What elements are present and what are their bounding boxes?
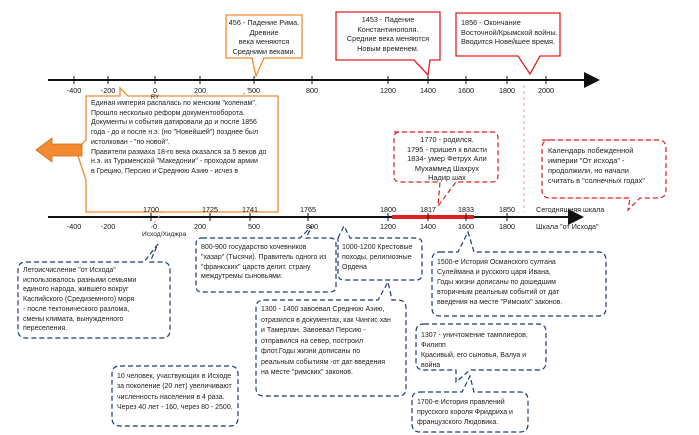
- top-tick-label: 1600: [458, 86, 474, 95]
- bottom-upper-tick-label: 1741: [242, 205, 258, 214]
- top-tick-label: -200: [100, 86, 116, 95]
- top-tick-label: 2000: [538, 86, 554, 95]
- bottom-axis-tick-marks: [150, 213, 508, 221]
- top-axis-sublabel: RY: [150, 95, 160, 101]
- bottom-upper-tick-label: 1800: [380, 205, 396, 214]
- top-tick-label: -400: [66, 86, 82, 95]
- callout-crusades-shape: [337, 224, 423, 281]
- callout-templars-text: 1307 - уничтожение тамплиеров, Филипп Кр…: [421, 332, 528, 369]
- callout-khazar-text: 800-900 государство кочевников "хазар" (…: [201, 244, 327, 281]
- exodus-hijra-label: Исход/Хиджра: [142, 231, 187, 238]
- callout-chronology-shape: [17, 243, 171, 339]
- callout-calendar-shape: [541, 139, 667, 212]
- top-tick-label: 0: [153, 86, 157, 95]
- exodus-scale-label: Шкала "от Исхода": [536, 222, 599, 231]
- callout-empire-text: Единая империя распалась по женским "кол…: [91, 100, 267, 175]
- callout-constantinople-shape: [335, 11, 441, 77]
- callout-templars-shape: [415, 323, 547, 384]
- top-tick-label: 1200: [380, 86, 396, 95]
- callout-calendar-text: Календарь побежденной империи "От исхода…: [548, 146, 645, 185]
- bottom-lower-tick-label: 200: [194, 222, 206, 231]
- bottom-lower-tick-label: 1800: [499, 222, 515, 231]
- callout-tamerlane-shape: [255, 280, 407, 397]
- bottom-upper-tick-label: 1833: [458, 205, 474, 214]
- bottom-lower-tick-label: 1400: [420, 222, 436, 231]
- callout-prussia-text: 1700-е История правлений прусского корол…: [417, 399, 513, 426]
- bottom-lower-tick-label: -200: [100, 222, 116, 231]
- bottom-lower-tick-label: 1200: [380, 222, 396, 231]
- callout-rome-text: 456 - Падение Рима. Древние века меняютс…: [228, 18, 300, 56]
- bottom-upper-tick-label: 1817: [420, 205, 436, 214]
- top-tick-label: 1400: [420, 86, 436, 95]
- callout-nadir-shape: [393, 131, 499, 209]
- callout-prussia-shape: [411, 374, 529, 433]
- callout-crimean-text: 1856 - Окончание Восточной/Крымской войн…: [461, 18, 558, 47]
- callout-rome-shape: [225, 14, 303, 79]
- bottom-upper-tick-label: 1850: [499, 205, 515, 214]
- bottom-lower-tick-label: 0: [153, 222, 157, 231]
- top-tick-label: 1800: [499, 86, 515, 95]
- callout-constantinople-text: 1453 - Падение Константинополя. Средние …: [346, 15, 430, 53]
- callout-ottoman-shape: [431, 230, 607, 317]
- callout-exodus-people-shape: [111, 365, 239, 427]
- top-tick-label: 200: [194, 86, 206, 95]
- bottom-lower-tick-label: 1600: [458, 222, 474, 231]
- top-axis-tick-marks: [73, 76, 547, 84]
- callout-crimean-shape: [455, 12, 561, 76]
- callout-chronology-text: Летоисчисление "от Исхода" использовалос…: [23, 267, 137, 333]
- left-orange-arrow: [35, 137, 83, 163]
- callout-crusades-text: 1000-1200 Крестовые походы, религиозные …: [342, 244, 413, 271]
- top-tick-label: 500: [248, 86, 260, 95]
- bottom-lower-tick-label: 800: [306, 222, 318, 231]
- bottom-lower-tick-label: 500: [248, 222, 260, 231]
- today-scale-label: Сегодняшняя шкала: [536, 205, 605, 214]
- bottom-upper-tick-label: 1725: [202, 205, 218, 214]
- callout-nadir-text: 1770 - родился. 1795 - пришел к власти 1…: [406, 135, 488, 182]
- callout-exodus-people-text: 10 человек, участвующих в Исходе за поко…: [117, 373, 233, 412]
- callout-khazar-shape: [195, 225, 337, 293]
- bottom-upper-tick-label: 1765: [300, 205, 316, 214]
- top-tick-label: 800: [306, 86, 318, 95]
- callout-ottoman-text: 1500-е История Османского султана Сулейм…: [437, 259, 563, 306]
- bottom-lower-tick-label: -400: [66, 222, 82, 231]
- callout-tamerlane-text: 1300 - 1400 завоевал Среднюю Азию, отраз…: [261, 306, 391, 376]
- bottom-upper-tick-label: 1700: [143, 205, 159, 214]
